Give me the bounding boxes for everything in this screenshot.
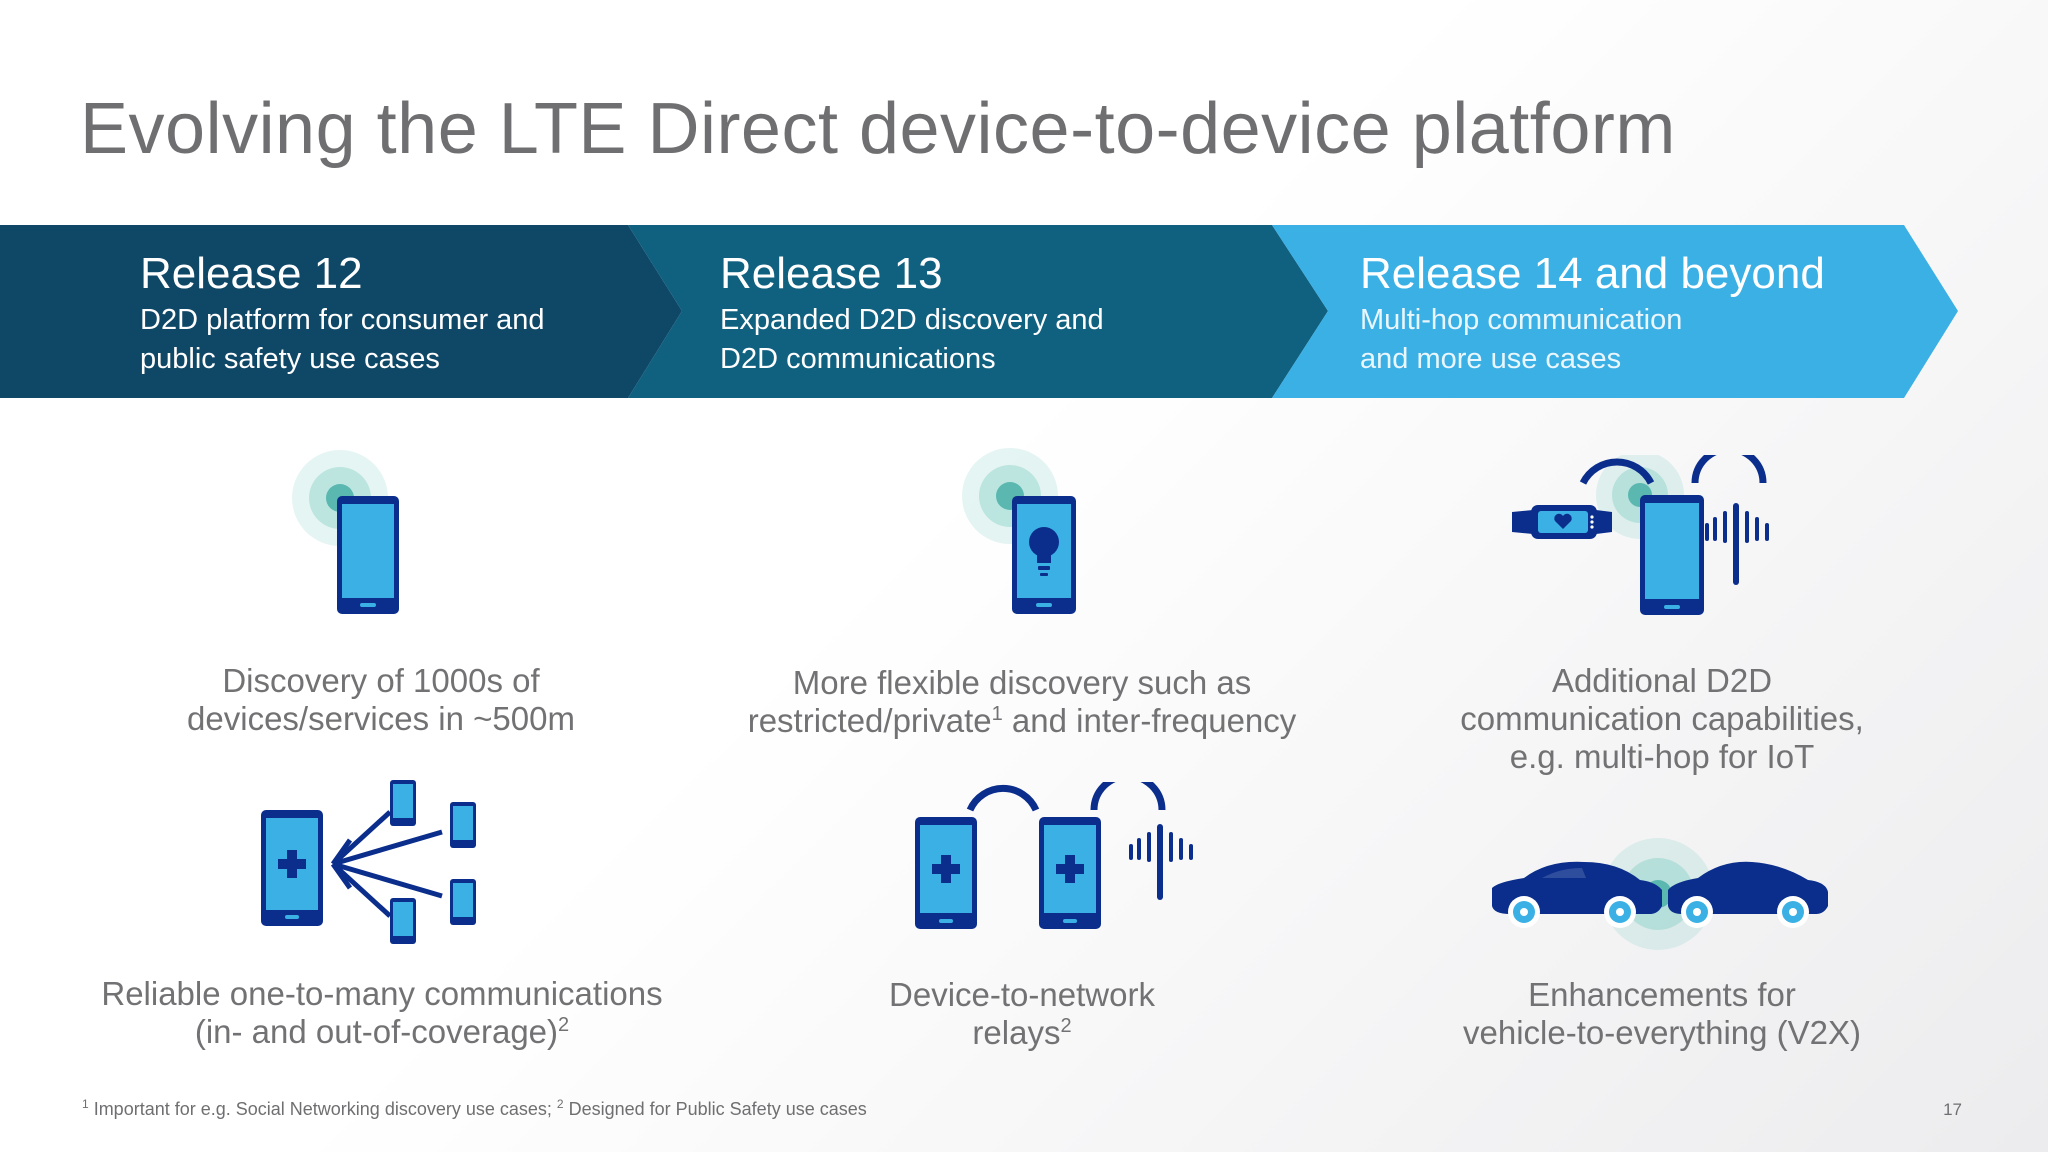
release-12-chevron	[0, 225, 682, 398]
slide-title: Evolving the LTE Direct device-to-device…	[80, 89, 1676, 169]
release-13-desc-line2: D2D communications	[720, 343, 996, 375]
vehicle-to-vehicle-icon	[1492, 838, 1828, 950]
discovery-caption-line1: Discovery of 1000s of	[222, 662, 540, 699]
release-14-title: Release 14 and beyond	[1360, 249, 1825, 298]
release-14-desc-line2: and more use cases	[1360, 343, 1622, 375]
release-12-title: Release 12	[140, 249, 363, 298]
release-12-desc-line1: D2D platform for consumer and	[140, 304, 545, 336]
release-chevrons	[0, 225, 1958, 398]
v2x-caption-line1: Enhancements for	[1528, 976, 1796, 1013]
footnote-ref-2b: 2	[1060, 1015, 1072, 1037]
additional-d2d-caption-line1: Additional D2D	[1551, 662, 1773, 699]
relays-caption-line2: relays2	[972, 1014, 1072, 1051]
one-to-many-caption-line2: (in- and out-of-coverage)2	[194, 1013, 570, 1050]
release-13: Release 13 Expanded D2D discovery and D2…	[720, 247, 1104, 379]
release-13-chevron	[628, 225, 1328, 398]
page-number: 17	[1943, 1100, 1962, 1119]
v2x-caption: Enhancements for vehicle-to-everything (…	[1412, 976, 1912, 1052]
release-14: Release 14 and beyond Multi-hop communic…	[1360, 247, 1825, 379]
release-12-desc-line2: public safety use cases	[140, 343, 440, 375]
footnote-ref-2: 2	[558, 1014, 570, 1036]
relays-caption: Device-to-network relays2	[772, 976, 1272, 1052]
footnote: 1 Important for e.g. Social Networking d…	[82, 1097, 867, 1119]
release-14-chevron	[1272, 225, 1958, 398]
flexible-discovery-caption-line1: More flexible discovery such as	[792, 664, 1252, 701]
additional-d2d-caption-line2: communication capabilities,	[1460, 700, 1864, 737]
footnote-ref-1: 1	[991, 703, 1003, 725]
release-13-title: Release 13	[720, 249, 943, 298]
v2x-caption-line2: vehicle-to-everything (V2X)	[1463, 1014, 1861, 1051]
flexible-discovery-caption: More flexible discovery such as restrict…	[672, 664, 1372, 740]
release-14-desc-line1: Multi-hop communication	[1360, 304, 1683, 336]
additional-d2d-caption-line3: e.g. multi-hop for IoT	[1509, 738, 1815, 775]
wearable-phone-tower-icon	[1512, 455, 1769, 615]
one-to-many-caption-line1: Reliable one-to-many communications	[101, 975, 663, 1012]
one-to-many-phones-icon	[261, 780, 476, 944]
relays-caption-line1: Device-to-network	[889, 976, 1155, 1013]
flexible-discovery-caption-line2a: restricted/private	[747, 702, 992, 739]
release-12: Release 12 D2D platform for consumer and…	[140, 247, 545, 379]
additional-d2d-caption: Additional D2D communication capabilitie…	[1412, 662, 1912, 776]
phone-signal-icon	[292, 450, 399, 614]
device-relay-icon	[915, 782, 1193, 929]
flexible-discovery-caption-line2b: and inter-frequency	[1002, 702, 1297, 739]
discovery-caption: Discovery of 1000s of devices/services i…	[131, 662, 631, 738]
discovery-caption-line2: devices/services in ~500m	[187, 700, 575, 737]
release-banner: Release 12 D2D platform for consumer and…	[0, 225, 1960, 398]
one-to-many-caption: Reliable one-to-many communications (in-…	[62, 975, 702, 1051]
flexible-discovery-caption-line2: restricted/private1 and inter-frequency	[672, 702, 1372, 740]
phone-lightbulb-icon	[962, 448, 1076, 614]
release-13-desc-line1: Expanded D2D discovery and	[720, 304, 1104, 336]
